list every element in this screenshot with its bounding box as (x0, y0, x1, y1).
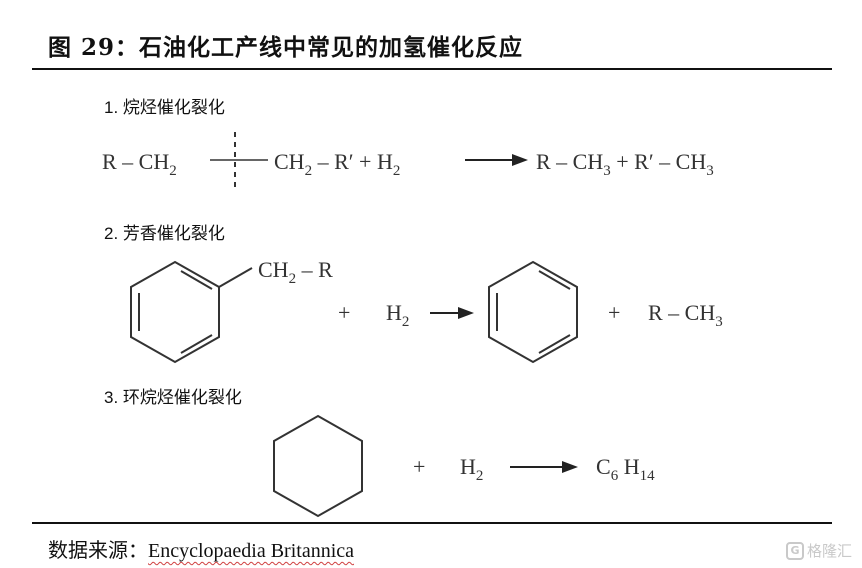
source-label: 数据来源： (48, 538, 148, 562)
watermark-logo-icon: G (785, 541, 804, 560)
figure-title: 图 29：石油化工产线中常见的加氢催化反应 (48, 34, 524, 61)
reaction-2-substituent: CH2 – R (258, 257, 333, 287)
top-rule (32, 68, 832, 70)
benzene-ring-product (488, 260, 578, 364)
reaction-1-arrow-head (512, 154, 528, 166)
reaction-3-label: 3. 环烷烃催化裂化 (104, 388, 242, 407)
source-note: 数据来源：Encyclopaedia Britannica (48, 534, 354, 563)
reaction-1-equation: R – CH2 CH2 – R′ + H2 R – CH3 + R′ – CH3 (102, 132, 714, 190)
reaction-2-product: R – CH3 (648, 300, 723, 330)
reaction-3-h2: H2 (460, 454, 483, 484)
reaction-2-equation: CH2 – R + H2 + R – CH3 (130, 257, 723, 364)
reaction-2-arrow-head (458, 307, 474, 319)
reaction-1-reactant-left: R – CH2 (102, 149, 177, 179)
reaction-2-label: 2. 芳香催化裂化 (104, 224, 225, 243)
reaction-3-product: C6 H14 (596, 454, 655, 484)
watermark-text: 格隆汇 (806, 542, 852, 560)
substituent-bond (218, 267, 253, 288)
reaction-1-reactant-right: CH2 – R′ + H2 (274, 149, 400, 179)
reaction-3-arrow-head (562, 461, 578, 473)
cyclohexane-ring (273, 414, 363, 518)
reaction-3-plus: + (413, 454, 425, 479)
reaction-1-label: 1. 烷烃催化裂化 (104, 98, 225, 117)
source-value: Encyclopaedia Britannica (148, 540, 355, 562)
reaction-3-equation: + H2 C6 H14 (273, 414, 655, 518)
reaction-2-plus-2: + (608, 300, 620, 325)
bottom-rule (32, 522, 832, 524)
watermark: G 格隆汇 (785, 540, 852, 561)
reaction-2-h2: H2 (386, 300, 409, 330)
reaction-1-products: R – CH3 + R′ – CH3 (536, 149, 714, 179)
reaction-2-plus-1: + (338, 300, 350, 325)
benzene-ring-reactant (130, 260, 253, 364)
